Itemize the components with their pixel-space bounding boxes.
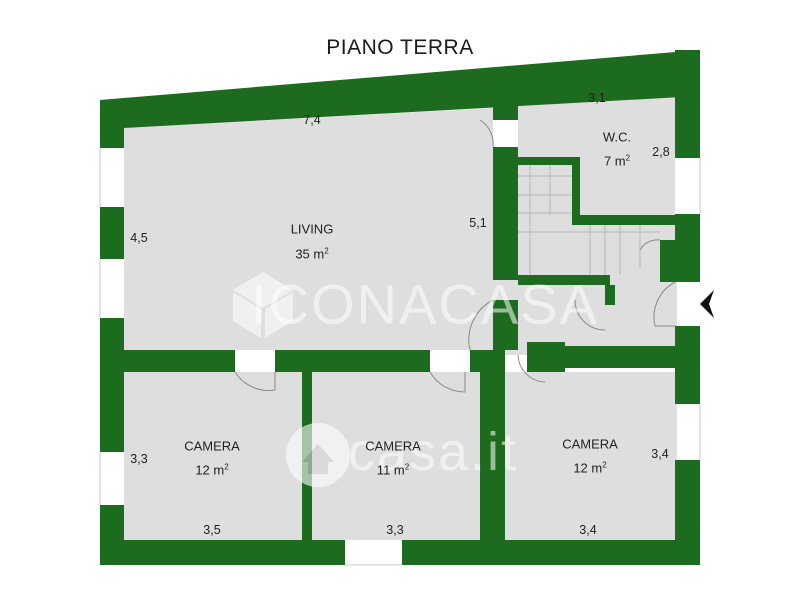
dim-camera1-width: 3,5 (203, 523, 221, 537)
hall-floor (493, 280, 677, 355)
doors (234, 119, 676, 393)
windows (99, 148, 701, 566)
dim-camera2-width: 3,3 (386, 523, 404, 537)
entrance-arrow-icon (700, 290, 714, 318)
watermark-logo-icon (233, 272, 293, 338)
watermark-casa: casa.it (347, 422, 519, 482)
room-area-camera1: 12 m2 (195, 462, 229, 478)
room-area-camera3: 12 m2 (573, 460, 607, 476)
room-area-camera2: 11 m2 (376, 462, 410, 478)
door-camera2 (429, 371, 466, 393)
watermark-casa-icon (286, 423, 350, 487)
floor-title: PIANO TERRA (326, 36, 474, 59)
room-area-wc: 7 m2 (603, 153, 631, 169)
living-floor (124, 108, 493, 350)
room-name-camera3: CAMERA (562, 436, 618, 452)
door-entrance (653, 281, 676, 327)
dim-camera3-height: 3,4 (651, 447, 669, 461)
door-hall (517, 354, 546, 383)
dim-living-width: 7,4 (303, 113, 321, 127)
door-stair (574, 299, 606, 331)
staircase (518, 165, 660, 275)
door-wc (479, 119, 494, 148)
walls (100, 50, 700, 565)
dim-camera3-width: 3,4 (579, 523, 597, 537)
room-name-living: LIVING (290, 221, 334, 237)
top-wall (100, 50, 700, 128)
door-camera1 (234, 371, 276, 391)
dim-wc-height: 2,8 (652, 145, 670, 159)
camera1-floor (124, 372, 302, 540)
room-name-camera1: CAMERA (184, 438, 240, 454)
dim-wc-width: 3,1 (588, 91, 606, 105)
camera3-floor (505, 372, 677, 540)
dim-living-height: 4,5 (130, 231, 148, 245)
room-name-camera2: CAMERA (365, 438, 421, 454)
watermark-iconacasa: ICONACASA (251, 272, 599, 336)
dim-living-side: 5,1 (469, 216, 487, 230)
door-closet (639, 239, 661, 251)
floor-areas (124, 92, 677, 540)
dim-camera1-height: 3,3 (130, 452, 148, 466)
door-living (468, 299, 494, 351)
room-area-living: 35 m2 (295, 246, 329, 262)
room-name-wc: W.C. (602, 129, 632, 145)
